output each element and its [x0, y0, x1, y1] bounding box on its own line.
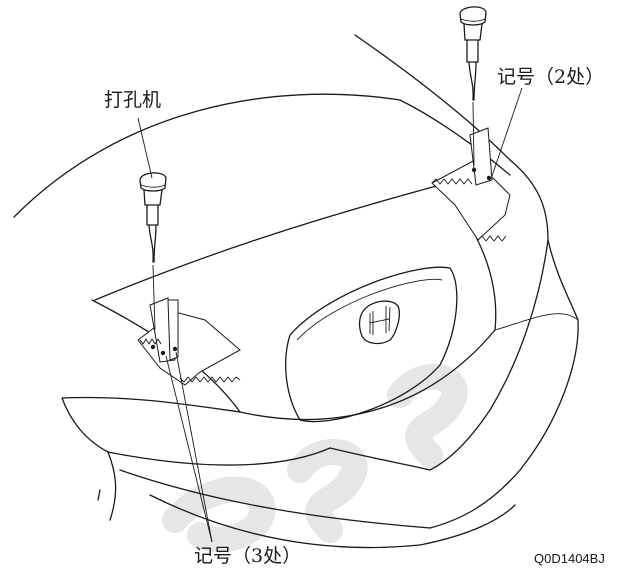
leader-mark-3-a [175, 351, 213, 543]
label-punch-tool: 打孔机 [104, 89, 162, 111]
mark-dot-left-3 [172, 346, 178, 352]
tape-left [137, 297, 241, 386]
label-mark-2-places: 记号（2处） [497, 66, 605, 88]
leader-mark-3-b [165, 355, 213, 543]
figure-code: Q0D1404BJ [534, 551, 605, 566]
mark-dot-right-2 [486, 175, 492, 181]
punch-right-guide [472, 101, 475, 166]
honda-emblem-icon [358, 300, 400, 345]
tape-right [431, 127, 511, 242]
mark-dot-left-1 [150, 344, 156, 350]
punch-tool-left-icon [139, 172, 167, 263]
leader-mark-2 [491, 87, 523, 177]
leader-punch-tool [137, 117, 153, 179]
punch-left-guide [152, 264, 156, 331]
punch-tool-right-icon [459, 6, 487, 101]
mark-dot-right-1 [471, 167, 477, 173]
mark-dot-left-2 [160, 350, 166, 356]
watermark [162, 363, 468, 553]
car-body [13, 34, 579, 549]
label-mark-3-places: 记号（3处） [194, 545, 302, 567]
